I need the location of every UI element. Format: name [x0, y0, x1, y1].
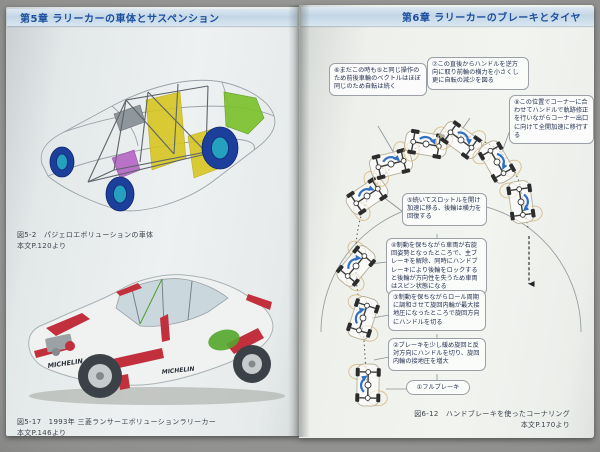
callout-step-8: ⑧この位置でコーナーに合わせてハンドルで軌跡修正を行いながらコーナー出口に向けて… [509, 95, 594, 144]
figure-6-12-caption-page: 本文P.170より [520, 420, 570, 429]
figure-5-2-caption-title: 図5-2 パジェロエボリューションの車体 [17, 231, 154, 239]
callout-step-4: ④制動を保ちながら車両が右旋回姿勢となったところで、主ブレーキを解除、同時にハン… [386, 238, 487, 296]
rear-wheel [233, 345, 271, 383]
front-wheel [78, 354, 122, 398]
blue-wheels [49, 126, 239, 212]
callout-step-2: ②ブレーキを少し緩め旋回と反対方向にハンドルを切り、旋回内輪の接地圧を増大 [388, 338, 486, 371]
red-livery-accents [34, 283, 272, 390]
wireframe-car-illustration [40, 79, 276, 212]
car-step-1 [347, 362, 389, 408]
callout-step-5: ⑤続いてスロットルを開け加速に移る、後輪は横力を回復する [402, 193, 487, 226]
car-step-3 [326, 236, 386, 296]
chapter-5-title: 第5章 ラリーカーの車体とサスペンション [20, 14, 220, 25]
figure-5-2-caption: 図5-2 パジェロエボリューションの車体 本文P.120より [17, 230, 237, 251]
left-page: 図5-2 パジェロエボリューションの車体 本文P.120より [6, 7, 299, 438]
michelin-livery-text-door: MICHELIN [161, 366, 194, 376]
green-fuel-tank [223, 91, 265, 135]
figure-6-12-caption: 図6-12 ハンドブレーキを使ったコーナリング 本文P.170より [320, 409, 570, 431]
figure-5-17-caption: 図5-17 1993年 三菱ランサーエボリューションラリーカー 本文P.146よ… [17, 417, 277, 438]
cutaway-car-illustration: MICHELIN MICHELIN [28, 274, 285, 405]
chapter-6-header-banner: 第6章 ラリーカーのブレーキとタイヤ [301, 7, 594, 26]
car-shadow [29, 387, 285, 405]
callout-step-6: ⑥まだこの時も⑤と同じ操作のため前後車輪のベクトルはほぼ同じのため自転は続く [329, 63, 427, 96]
car-step-9 [497, 177, 545, 227]
chapter-5-header-banner: 第5章 ラリーカーの車体とサスペンション [7, 9, 297, 26]
engine-details [45, 333, 75, 356]
roll-cage-lines [87, 83, 209, 183]
interior-roll-cage [131, 278, 193, 327]
callout-step-3: ③制動を保ちながらロール周期に調和させて旋回内輪が最大接地圧になったところで旋回… [388, 290, 486, 331]
rear-fuel-tank-green [208, 329, 240, 351]
figure-6-12-caption-title: 図6-12 ハンドブレーキを使ったコーナリング [414, 410, 570, 418]
figure-5-2-caption-page: 本文P.120より [17, 241, 67, 250]
callout-connector-lines [369, 117, 511, 390]
chapter-6-title: 第6章 ラリーカーのブレーキとタイヤ [401, 13, 581, 24]
callout-step-7: ⑦この直後からハンドルを逆方向に取り前輪の横力を小さくし更に自転の減少を図る [427, 57, 529, 90]
figure-5-17-caption-page: 本文P.146より [17, 428, 67, 437]
figure-5-17-caption-title: 図5-17 1993年 三菱ランサーエボリューションラリーカー [17, 418, 217, 426]
car-step-7 [431, 110, 491, 170]
callout-step-1: ①フルブレーキ [406, 380, 470, 396]
gray-engine-box [113, 104, 146, 132]
car-step-2 [336, 290, 390, 346]
